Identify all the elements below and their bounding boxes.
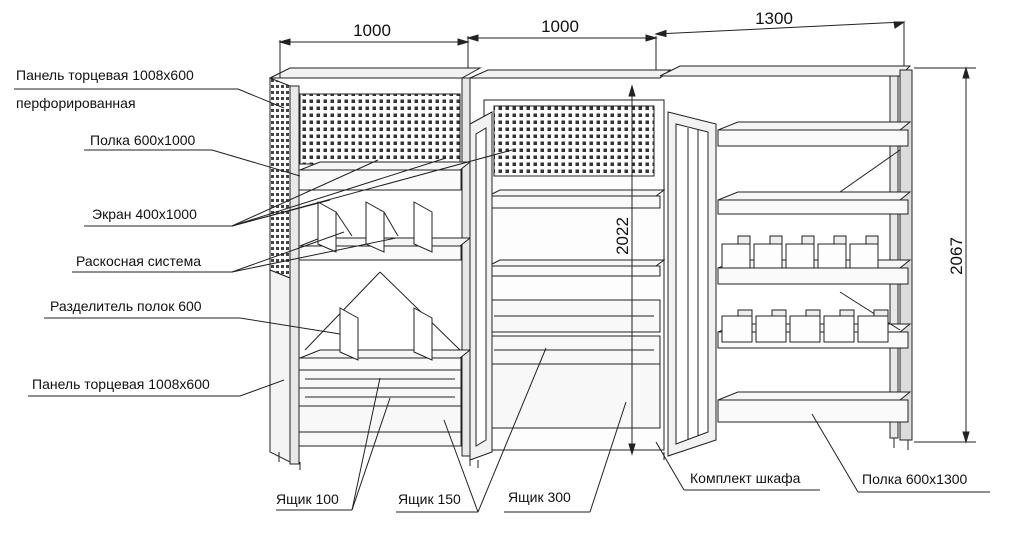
label-end-panel-perforated-line1: Панель торцевая 1008х600 xyxy=(16,67,194,83)
cabinet-section-2 xyxy=(469,69,717,468)
rack-section-3 xyxy=(659,65,913,450)
cabinet-back-screen xyxy=(493,105,655,177)
label-drawer-150: Ящик 150 xyxy=(398,491,461,507)
label-end-panel-perforated-line2: перфорированная xyxy=(16,95,136,111)
dimension-height-cabinet: 2022 xyxy=(613,217,632,255)
label-bracing-system: Раскосная система xyxy=(76,253,201,269)
dimension-width-3: 1300 xyxy=(755,9,793,28)
label-cabinet-kit: Комплект шкафа xyxy=(690,470,801,486)
end-panel-solid xyxy=(269,269,291,463)
dimension-width-1: 1000 xyxy=(353,21,391,40)
drawer-300 xyxy=(487,363,661,429)
rack-section-1 xyxy=(269,67,482,470)
label-drawer-300: Ящик 300 xyxy=(508,489,571,505)
shelf-1300 xyxy=(717,399,909,423)
dimension-lines xyxy=(278,21,976,456)
dimension-width-2: 1000 xyxy=(541,17,579,36)
back-screen-perforated xyxy=(299,93,461,165)
end-panel-perforated xyxy=(269,77,291,279)
label-shelf-600x1300: Полка 600х1300 xyxy=(862,471,968,487)
bins-upper xyxy=(721,235,879,269)
bins-lower xyxy=(721,309,889,343)
label-drawer-100: Ящик 100 xyxy=(276,491,339,507)
label-shelf-600x1000: Полка 600х1000 xyxy=(90,132,196,148)
leader-lines xyxy=(14,88,990,513)
label-shelf-divider-600: Разделитель полок 600 xyxy=(50,298,202,314)
label-end-panel: Панель торцевая 1008х600 xyxy=(32,376,210,392)
dimension-height-total: 2067 xyxy=(947,237,966,275)
label-screen-400x1000: Экран 400х1000 xyxy=(92,206,197,222)
